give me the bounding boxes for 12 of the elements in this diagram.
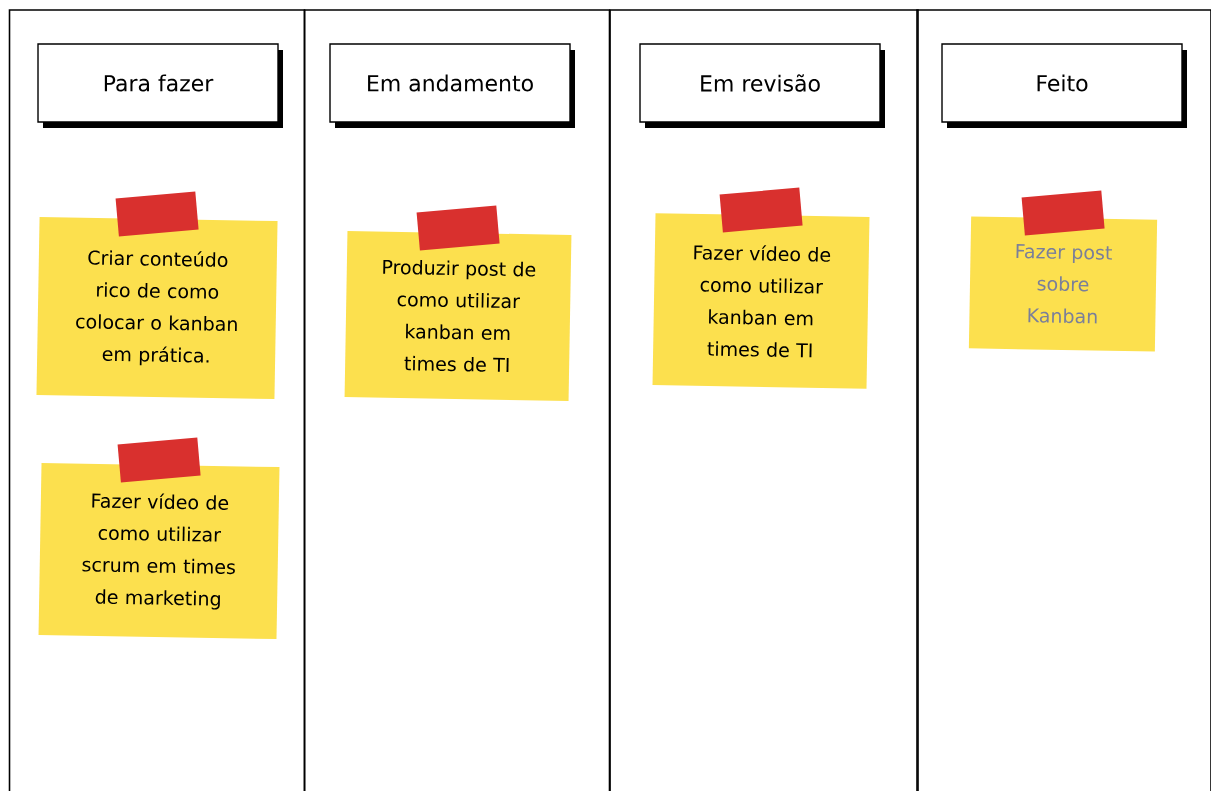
column-frame	[8, 9, 306, 791]
column-header: Em revisão	[639, 43, 885, 128]
sticky-note: Fazer vídeo de como utilizar scrum em times de marketing	[38, 437, 280, 640]
sticky-note: Criar conteúdo rico de como colocar o kanban em prática.	[36, 191, 278, 400]
column-header: Em andamento	[329, 43, 575, 128]
column-header: Feito	[941, 43, 1187, 128]
column-frame	[303, 9, 611, 791]
sticky-note: Fazer post sobre Kanban	[968, 190, 1158, 352]
sticky-note: Fazer vídeo de como utilizar kanban em times de TI	[652, 187, 870, 389]
column-frame	[609, 9, 919, 791]
column-header: Para fazer	[37, 43, 283, 128]
sticky-note: Produzir post de como utilizar kanban em times de TI	[344, 205, 572, 401]
